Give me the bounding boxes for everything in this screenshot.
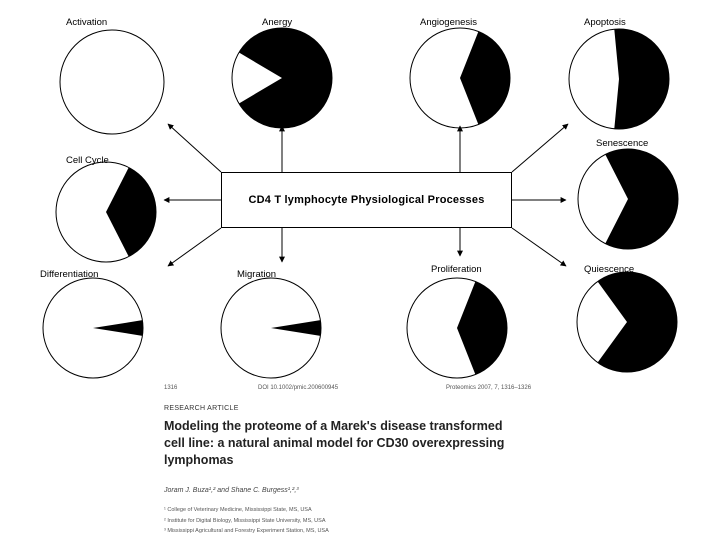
center-process-label: CD4 T lymphocyte Physiological Processes [248,194,485,206]
pie-outline-senescence [577,148,679,250]
pie-slice-anergy [238,27,332,129]
process-diagram [42,27,679,379]
affiliation-2: ² Institute for Digital Biology, Mississ… [164,518,326,524]
pie-slice-differentiation [93,320,143,336]
pie-outline-cell-cycle [55,161,157,263]
pie-outline-apoptosis [568,28,670,130]
pie-charts [42,27,679,379]
pie-outline-migration [220,277,322,379]
affiliation-1: ¹ College of Veterinary Medicine, Missis… [164,507,312,513]
pie-outline-differentiation [42,277,144,379]
pie-label-proliferation: Proliferation [431,264,482,275]
paper-authors: Joram J. Buza¹,² and Shane C. Burgess¹,²… [164,487,299,494]
pie-slice-proliferation [457,281,508,375]
doi-text: DOI 10.1002/pmic.200600945 [258,385,339,391]
pie-label-migration: Migration [237,269,277,280]
pie-slice-senescence [605,149,678,249]
journal-citation: Proteomics 2007, 7, 1316–1326 [446,385,532,391]
pie-label-angiogenesis: Angiogenesis [420,17,478,28]
pie-slice-apoptosis [614,28,669,130]
pie-slice-cell-cycle [106,167,156,257]
pie-label-anergy: Anergy [262,17,293,28]
page-number: 1316 [164,385,178,391]
article-type: RESEARCH ARTICLE [164,405,239,412]
pie-label-activation: Activation [66,17,108,28]
pie-slice-migration [271,320,321,336]
pie-outline-angiogenesis [409,27,511,129]
pie-label-differentiation: Differentiation [40,269,99,280]
affiliation-3: ³ Mississippi Agricultural and Forestry … [164,528,329,534]
pie-label-apoptosis: Apoptosis [584,17,626,28]
pie-outline-quiescence [576,271,678,373]
arrow-apoptosis [511,123,569,173]
arrows [163,123,569,267]
pie-outline-proliferation [406,277,508,379]
pie-slice-angiogenesis [460,31,510,125]
pie-label-cell-cycle: Cell Cycle [66,155,109,166]
arrow-differentiation [167,227,222,267]
pie-label-senescence: Senescence [596,138,649,149]
pie-outline-anergy [231,27,333,129]
center-process-box: CD4 T lymphocyte Physiological Processes [221,172,512,228]
arrow-quiescence [511,227,567,267]
arrow-activation [167,123,222,173]
paper-title: Modeling the proteome of a Marek's disea… [164,419,505,467]
pie-slice-quiescence [597,272,677,372]
pie-outline-activation [59,29,165,135]
pie-label-quiescence: Quiescence [584,264,635,275]
